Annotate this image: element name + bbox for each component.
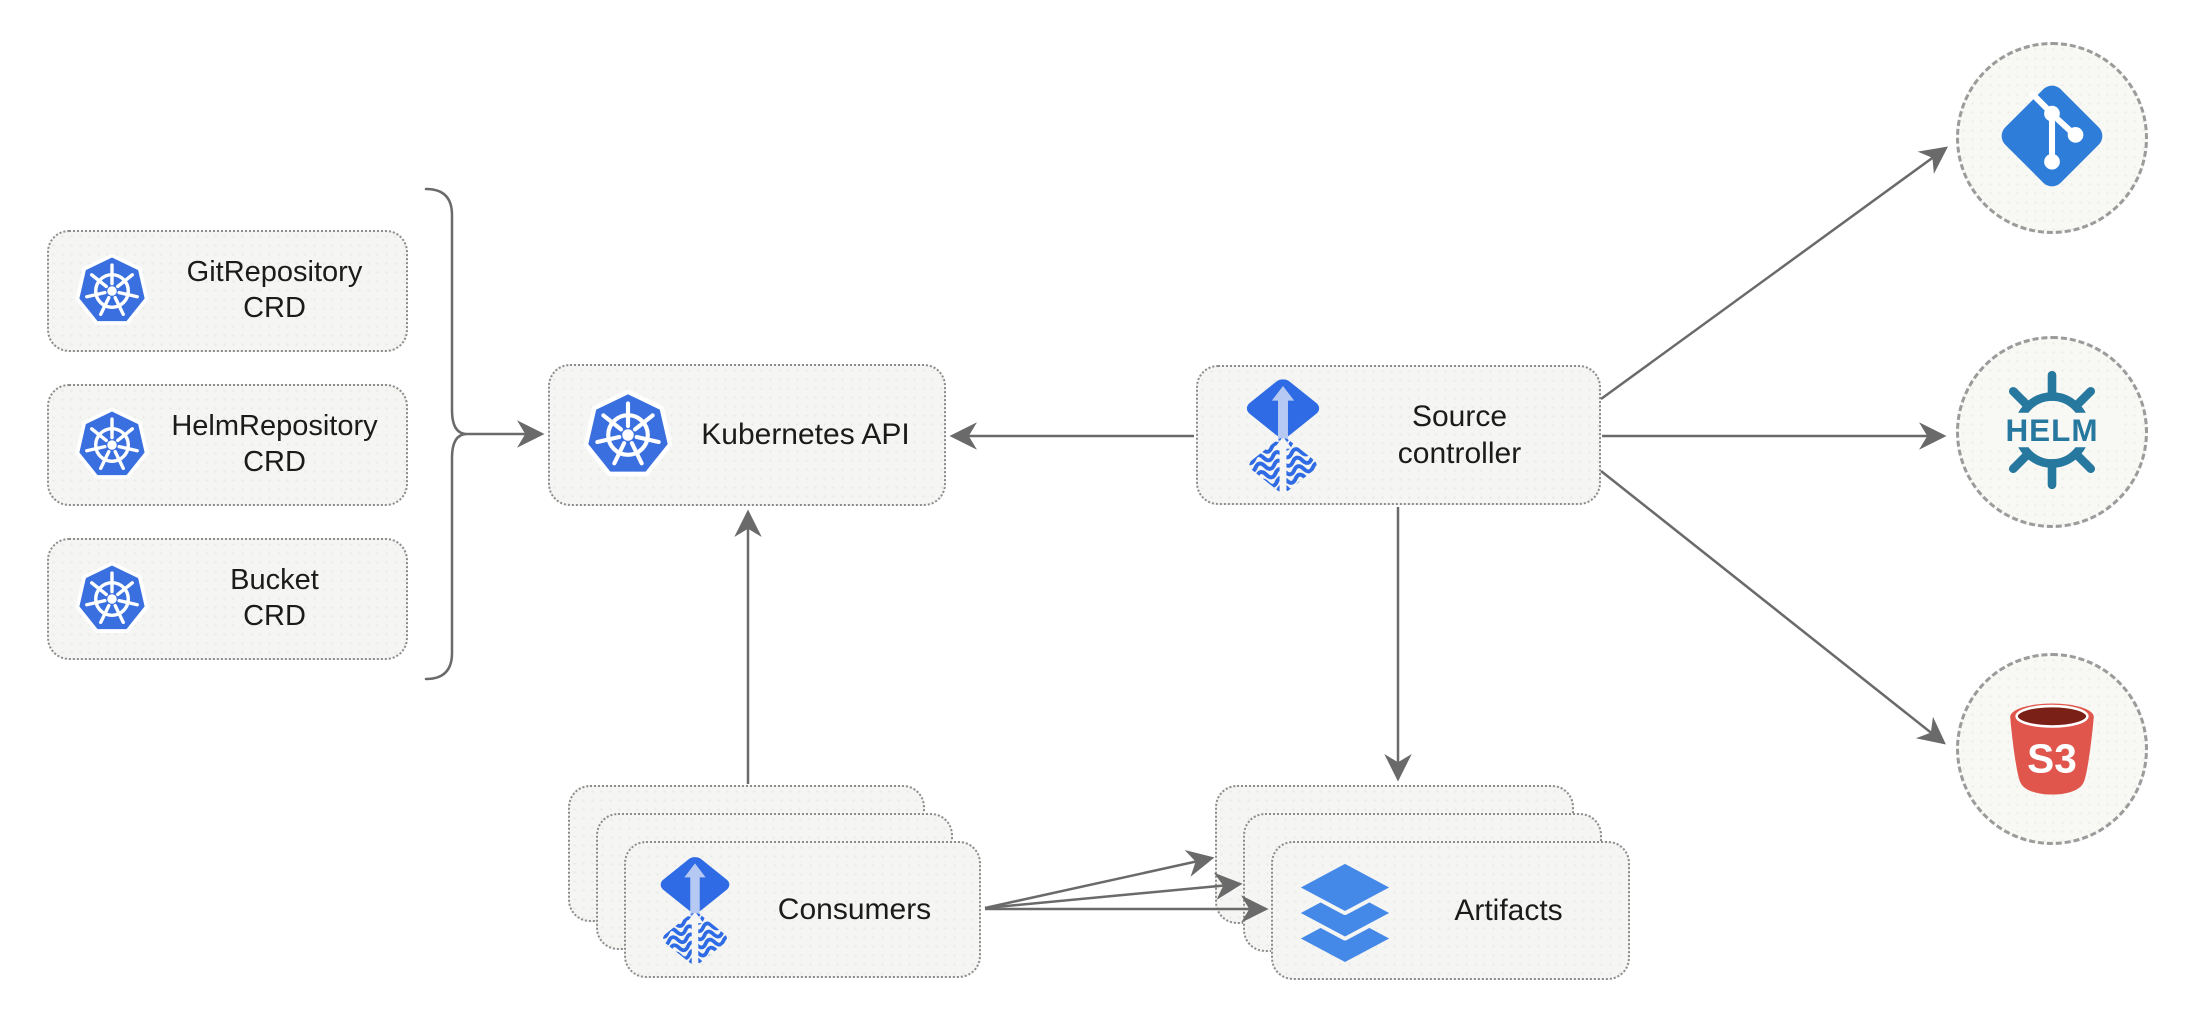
kubernetes-api-label: Kubernetes API <box>701 418 910 452</box>
endpoint-helm: HELM <box>1956 336 2148 528</box>
layers-icon <box>1295 859 1395 962</box>
kubernetes-icon <box>75 562 149 636</box>
node-gitrepository-crd: GitRepository CRD <box>47 230 408 352</box>
endpoint-git <box>1956 42 2148 234</box>
s3-logo-text: S3 <box>2027 735 2077 781</box>
s3-bucket-icon: S3 <box>1994 689 2110 810</box>
node-kubernetes-api: Kubernetes API <box>548 364 946 506</box>
endpoint-s3: S3 <box>1956 653 2148 845</box>
connector-source-to-git <box>1600 146 1949 401</box>
connector-consumers-to-artifacts-back <box>984 849 1215 910</box>
helm-logo-text: HELM <box>2005 413 2098 448</box>
node-bucket-crd: Bucket CRD <box>47 538 408 660</box>
node-artifacts: Artifacts <box>1271 841 1630 980</box>
kubernetes-icon <box>75 254 149 328</box>
flux-icon <box>1240 374 1326 496</box>
source-controller-label: Source controller <box>1397 399 1522 470</box>
helmrepository-crd-label: HelmRepository CRD <box>171 410 378 478</box>
crd-group-bracket <box>424 187 468 681</box>
git-icon <box>1996 80 2108 197</box>
artifacts-label: Artifacts <box>1454 893 1563 927</box>
node-consumers: Consumers <box>624 841 981 978</box>
flux-icon <box>654 852 736 968</box>
node-source-controller: Source controller <box>1196 365 1601 505</box>
connector-consumers-to-artifacts-middle <box>984 872 1243 910</box>
kubernetes-icon <box>583 390 673 480</box>
consumers-label: Consumers <box>777 892 932 926</box>
helm-icon: HELM <box>1981 359 2123 506</box>
connector-source-to-s3 <box>1600 470 1946 745</box>
bucket-crd-label: Bucket CRD <box>230 564 319 632</box>
node-helmrepository-crd: HelmRepository CRD <box>47 384 408 506</box>
kubernetes-icon <box>75 408 149 482</box>
gitrepository-crd-label: GitRepository CRD <box>186 256 363 324</box>
